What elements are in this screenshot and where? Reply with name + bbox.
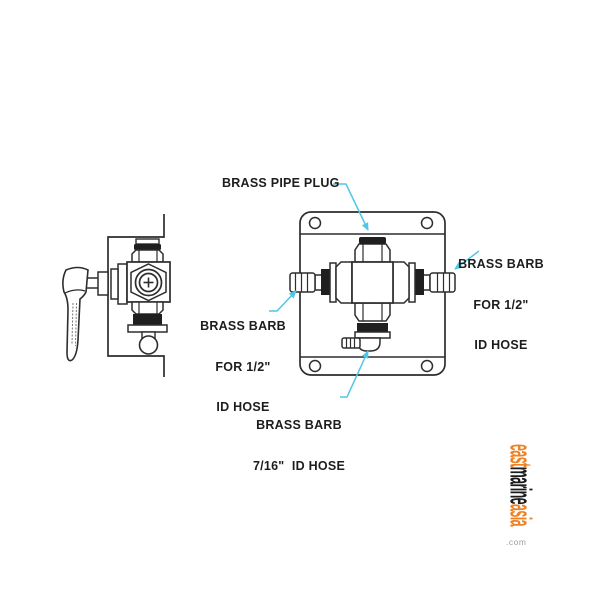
logo-word-marine: marine [503, 466, 538, 505]
label-left-barb-line3: ID HOSE [216, 400, 270, 414]
side-flange [127, 324, 168, 333]
side-plug-lip [135, 238, 160, 245]
handle-stem [85, 271, 109, 296]
label-right-barb: BRASS BARB FOR 1/2" ID HOSE [441, 231, 561, 380]
logo-word-asia: asia [503, 504, 538, 526]
leader-bottom-barb [340, 350, 369, 398]
right-barb [429, 272, 456, 293]
side-view-diagram [62, 214, 171, 377]
top-plug-assembly [354, 237, 391, 263]
bottom-flange [354, 331, 391, 339]
label-left-barb-line1: BRASS BARB [200, 319, 286, 333]
top-nut [354, 243, 391, 263]
left-barb [289, 272, 316, 293]
elbow-body [357, 337, 381, 352]
logo-tld: .com [506, 537, 527, 547]
label-right-barb-line3: ID HOSE [474, 338, 528, 352]
side-face-ring-outer [134, 268, 163, 297]
side-hex-face [130, 263, 167, 302]
label-right-barb-line1: BRASS BARB [458, 257, 544, 271]
right-barb-assembly [392, 261, 456, 304]
front-valve-body [351, 261, 394, 304]
label-right-barb-line2: FOR 1/2" [473, 297, 529, 312]
logo-word-east: east [503, 444, 538, 467]
phillips-screw-slot [143, 277, 154, 288]
side-face-ring-inner [138, 272, 159, 293]
right-threads [415, 269, 424, 295]
label-left-barb-line2: FOR 1/2" [215, 359, 271, 374]
side-bottom-nut [131, 301, 164, 315]
right-nut [392, 261, 410, 304]
left-barb-assembly [289, 261, 353, 304]
left-threads [321, 269, 330, 295]
brass-pipe-plug-cap [359, 237, 386, 244]
side-pipe-plug-cap [134, 244, 161, 250]
label-left-barb: BRASS BARB FOR 1/2" ID HOSE [183, 293, 303, 442]
valve-handle [62, 266, 89, 362]
side-threads [133, 314, 162, 325]
leader-left-barb [269, 290, 297, 312]
mounting-bracket-profile [107, 214, 165, 377]
handle-engraving [71, 302, 77, 347]
side-top-nut [131, 249, 164, 263]
label-bottom-barb-line2: 7/16" ID HOSE [252, 458, 346, 473]
bottom-nut [354, 302, 391, 322]
side-elbow-end [138, 335, 159, 355]
screw-holes [308, 216, 434, 373]
leader-pipe-plug [333, 183, 369, 231]
label-bottom-barb: BRASS BARB 7/16" ID HOSE [239, 392, 359, 500]
left-nut [335, 261, 353, 304]
front-view-diagram [289, 211, 456, 376]
label-brass-pipe-plug: BRASS PIPE PLUG [222, 176, 340, 190]
valve-mounting-spacers [110, 263, 128, 305]
leader-right-barb [454, 250, 480, 270]
handle-grip-line [64, 289, 86, 294]
label-bottom-barb-line1: BRASS BARB [256, 418, 342, 432]
leader-lines [269, 183, 480, 398]
bottom-threads [357, 323, 388, 332]
east-marine-asia-logo: eastmarineasia .com [503, 444, 539, 548]
logo-vertical-text: eastmarineasia [503, 444, 538, 526]
